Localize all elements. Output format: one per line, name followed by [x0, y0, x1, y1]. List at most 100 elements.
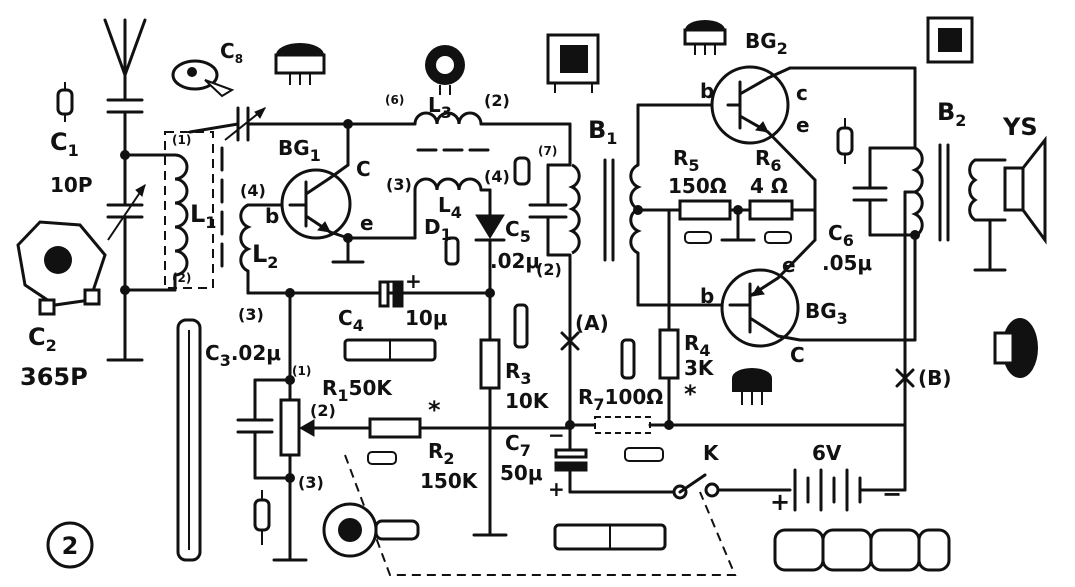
label-c2-value: 365P: [20, 363, 88, 391]
illustration-battery-cells: [773, 528, 951, 572]
label-l3: L3: [428, 93, 452, 122]
label-bg3: BG3: [805, 299, 848, 328]
transistor-bg1: [280, 168, 352, 240]
label-c7: C7: [505, 431, 531, 460]
label-d1: D1: [424, 215, 452, 244]
label-point-a: (A): [575, 311, 609, 335]
illustration-c6-capacitor: [836, 118, 854, 164]
illustration-resistor-r5: [684, 231, 712, 244]
illustration-transformer-b2: [926, 16, 974, 64]
label-r3: R3: [505, 359, 532, 388]
capacitor-c3: [236, 418, 274, 434]
transformer-b1-core: [603, 158, 615, 262]
capacitor-c7: [554, 448, 588, 472]
figure-number-circle: [46, 521, 94, 569]
label-l2: L2: [252, 240, 278, 272]
capacitor-c4: [378, 280, 404, 308]
label-r5: R5: [673, 146, 700, 175]
pin-bg3-e: e: [782, 253, 796, 277]
label-l1: L1: [190, 200, 216, 232]
tap-r1-top: (1): [292, 364, 311, 378]
pin-bg2-e: e: [796, 113, 810, 137]
tap-l3-left: (6): [385, 93, 404, 107]
tap-l2-bottom: (3): [238, 305, 264, 324]
label-c6-value: .05μ: [822, 251, 872, 275]
label-r5-value: 150Ω: [668, 174, 727, 198]
break-point-b: [895, 368, 915, 388]
label-battery: 6V: [812, 441, 842, 465]
illustration-transistor-3: [732, 368, 772, 405]
resistor-r6: [748, 199, 794, 221]
junction-dot: [633, 205, 643, 215]
illustration-ferrite-rod: [176, 318, 202, 562]
tap-r1-wiper: (2): [310, 401, 336, 420]
pin-bg3-b: b: [700, 284, 714, 308]
illustration-volume-pot: [322, 502, 420, 558]
tap-l2-top: (4): [240, 181, 266, 200]
c7-plus: +: [548, 477, 565, 501]
illustration-speaker: [993, 318, 1038, 378]
illustration-transistor-1: [274, 43, 326, 85]
battery-minus: −: [882, 480, 902, 508]
c7-minus: −: [548, 423, 565, 447]
label-bg1: BG1: [278, 136, 321, 165]
capacitor-c1: [106, 98, 144, 114]
label-r6: R6: [755, 146, 782, 175]
pin-bg1-e: e: [360, 211, 374, 235]
junction-dot: [565, 420, 575, 430]
label-b2: B2: [937, 98, 966, 130]
tap-l3-right: (2): [484, 91, 510, 110]
label-c4: C4: [338, 306, 364, 335]
resistor-r7: [594, 416, 651, 434]
pin-bg2-b: b: [700, 79, 714, 103]
pin-bg2-c: c: [796, 81, 808, 105]
label-c1: C1: [50, 128, 79, 160]
transformer-b2-core: [938, 143, 950, 242]
coil-l4: [413, 177, 483, 191]
illustration-diode: [444, 236, 460, 266]
transformer-b1-primary: [568, 163, 581, 255]
coil-l3: [413, 111, 483, 125]
illustration-c5-capacitor: [513, 156, 531, 186]
transistor-bg3: [720, 268, 800, 348]
coil-l1: [174, 153, 189, 277]
r4-asterisk: *: [684, 380, 697, 408]
transformer-b2-secondary: [968, 158, 978, 222]
label-r2-value: 150K: [420, 469, 479, 493]
c4-minus: −: [380, 269, 397, 293]
label-point-b: (B): [918, 366, 952, 390]
label-c1-value: 10P: [50, 173, 93, 197]
break-point-a: [560, 331, 580, 351]
potentiometer-r1: [279, 398, 301, 457]
battery-plus: +: [770, 488, 790, 516]
wiper-arrow: [298, 419, 315, 437]
antenna-symbol: [103, 18, 147, 77]
label-c8: C8: [220, 39, 243, 66]
label-l4: L4: [438, 193, 462, 222]
illustration-c3-capacitor: [253, 490, 271, 545]
label-c7-value: 50μ: [500, 461, 543, 485]
resistor-r4: [658, 328, 680, 380]
resistor-r3: [479, 338, 501, 390]
illustration-c8-trimmer: [171, 59, 235, 98]
label-r2: R2: [428, 439, 455, 468]
illustration-r3-resistor: [513, 303, 529, 349]
label-switch: K: [703, 441, 720, 465]
label-c2: C2: [28, 323, 57, 355]
battery-6v: [793, 468, 862, 512]
tap-l1-bottom: (2): [172, 271, 191, 285]
label-bg2: BG2: [745, 29, 788, 58]
label-r3-value: 10K: [505, 389, 550, 413]
transistor-bg2: [710, 65, 790, 145]
tap-l4-left: (3): [386, 175, 412, 194]
c4-plus: +: [405, 269, 422, 293]
capacitor-c6: [852, 186, 888, 202]
r2-asterisk: *: [428, 396, 441, 424]
illustration-c1-capacitor: [56, 82, 74, 122]
illustration-transformer-b1: [546, 33, 600, 93]
tap-b1-top: (7): [538, 144, 557, 158]
illustration-c7-capacitor: [553, 523, 667, 551]
label-r4: R4: [684, 331, 711, 360]
capacitor-c5: [528, 203, 568, 219]
illustration-resistor-r6: [764, 231, 792, 244]
